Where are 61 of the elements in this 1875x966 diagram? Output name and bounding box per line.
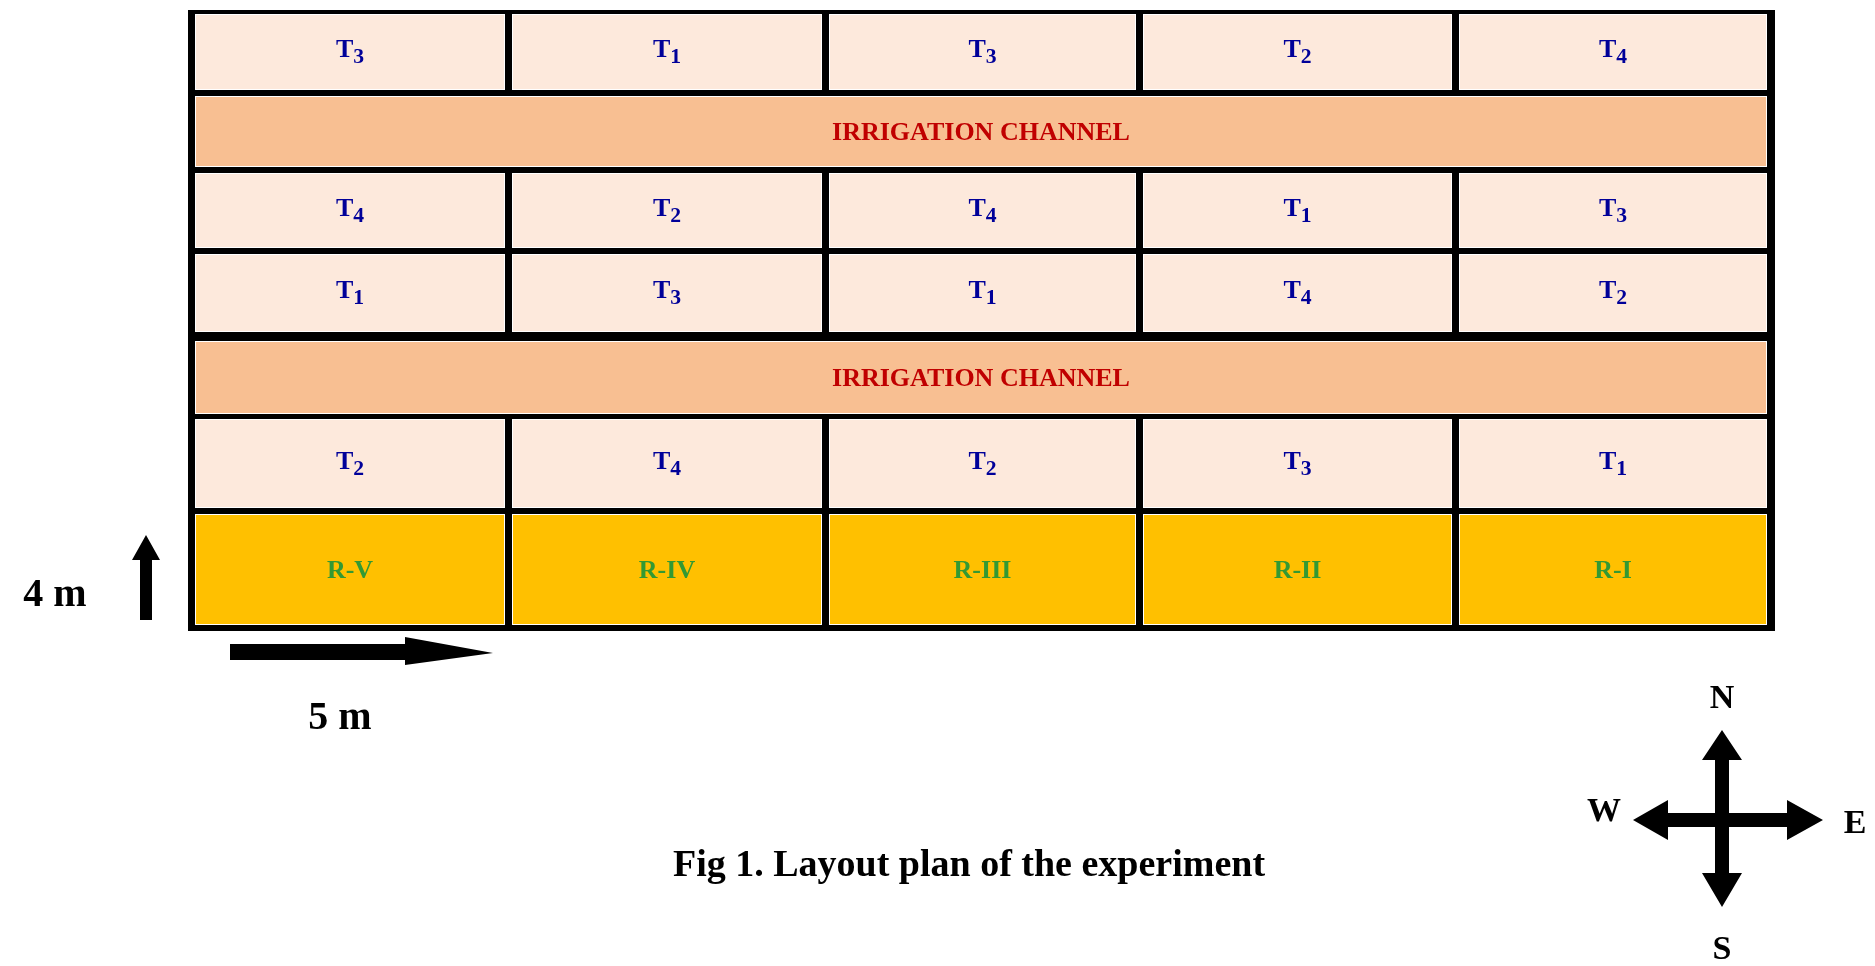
replication-plot	[195, 514, 505, 625]
plot-cell	[829, 419, 1136, 508]
plot-cell	[1459, 173, 1767, 248]
plot-cell	[195, 173, 505, 248]
plot-label: T$_{4}$	[335, 192, 365, 229]
plot-cell	[512, 254, 822, 332]
plot-cell	[195, 14, 505, 90]
compass-letter: W	[1587, 791, 1621, 829]
plot-cell	[829, 254, 1136, 332]
figure-caption: Fig 1. Layout plan of the experiment	[672, 841, 1266, 885]
replication-plot	[829, 514, 1136, 625]
plot-label: IRRIGATION CHANNEL	[832, 362, 1130, 393]
plot-cell	[512, 419, 822, 508]
plot-cell	[1143, 173, 1452, 248]
replication-plot	[1143, 514, 1452, 625]
plot-cell	[1143, 419, 1452, 508]
plot-label: R-II	[1273, 554, 1322, 585]
compass-letter: S	[1712, 929, 1732, 966]
plot-label: R-V	[326, 554, 374, 585]
plot-label: T$_{1}$	[652, 34, 682, 70]
plot-cell	[829, 173, 1136, 248]
plot-label: T$_{4}$	[1598, 34, 1628, 70]
plot-label: T$_{2}$	[335, 445, 365, 482]
plot-cell	[512, 173, 822, 248]
plot-label: T$_{4}$	[652, 445, 682, 482]
plot-label: T$_{2}$	[968, 445, 997, 482]
plot-cell	[1459, 419, 1767, 508]
plot-label: T$_{3}$	[1283, 445, 1312, 482]
plot-label: T$_{2}$	[652, 192, 682, 229]
plot-cell	[1143, 254, 1452, 332]
plot-cell	[1459, 254, 1767, 332]
plot-label: R-I	[1594, 554, 1632, 585]
plot-cell	[512, 14, 822, 90]
plot-label: T$_{2}$	[1283, 34, 1312, 70]
plot-label: T$_{1}$	[1598, 445, 1628, 482]
irrigation-channel	[195, 96, 1767, 167]
dimension-label: 5 m	[308, 691, 372, 739]
plot-cell	[1143, 14, 1452, 90]
replication-plot	[512, 514, 822, 625]
plot-label: T$_{3}$	[1598, 192, 1628, 229]
plot-cell	[829, 14, 1136, 90]
plot-label: R-III	[953, 554, 1012, 585]
plot-label: T$_{3}$	[335, 34, 365, 70]
plot-label: T$_{2}$	[1598, 275, 1628, 311]
plot-label: T$_{1}$	[1283, 192, 1312, 229]
irrigation-channel	[195, 341, 1767, 414]
replication-plot	[1459, 514, 1767, 625]
plot-label: T$_{1}$	[335, 275, 365, 311]
dimension-label: 4 m	[23, 568, 87, 616]
compass-letter: E	[1843, 803, 1867, 841]
plot-cell	[195, 254, 505, 332]
plot-label: T$_{3}$	[652, 275, 682, 311]
plot-label: T$_{4}$	[968, 192, 997, 229]
plot-cell	[1459, 14, 1767, 90]
plot-label: T$_{4}$	[1283, 275, 1312, 311]
plot-label: T$_{3}$	[968, 34, 997, 70]
plot-label: T$_{1}$	[968, 275, 997, 311]
plot-label: R-IV	[638, 554, 696, 585]
plot-label: IRRIGATION CHANNEL	[832, 116, 1130, 147]
compass-letter: N	[1709, 678, 1735, 716]
plot-cell	[195, 419, 505, 508]
